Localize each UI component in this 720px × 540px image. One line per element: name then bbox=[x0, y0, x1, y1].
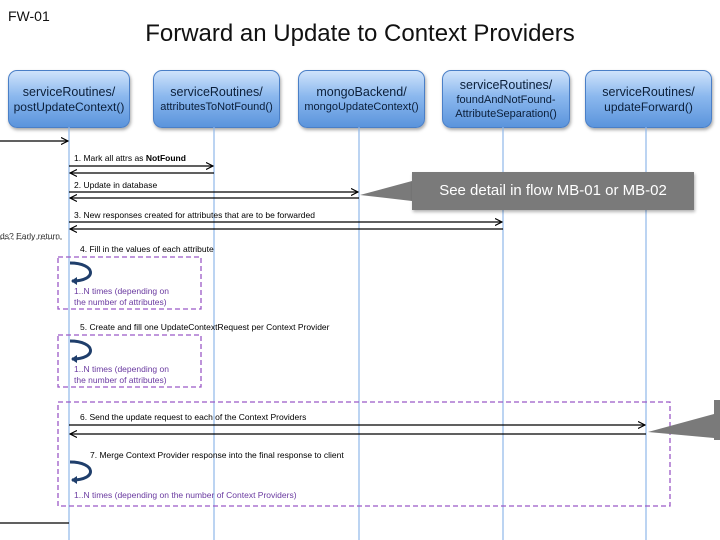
participant-line2: foundAndNotFound- bbox=[456, 93, 556, 106]
loop-2-note: 1..N times (depending on the number of a… bbox=[74, 364, 169, 386]
participant-line1: serviceRoutines/ bbox=[170, 84, 263, 99]
diagram-title: Forward an Update to Context Providers bbox=[145, 20, 575, 47]
participant-update-forward: serviceRoutines/ updateForward() bbox=[585, 70, 712, 128]
participant-found-and-not-found: serviceRoutines/ foundAndNotFound- Attri… bbox=[442, 70, 570, 128]
participant-line2: postUpdateContext() bbox=[13, 99, 125, 114]
right-callout-pointer bbox=[648, 414, 714, 438]
message-5-label: 5. Create and fill one UpdateContextRequ… bbox=[80, 322, 330, 332]
loop-3-note: 1..N times (depending on the number of C… bbox=[74, 490, 297, 500]
early-return-label: ds? Early return bbox=[0, 231, 60, 241]
message-6-label: 6. Send the update request to each of th… bbox=[80, 412, 307, 422]
self-call-arrow-7 bbox=[69, 460, 92, 484]
loop-2-line2: the number of attributes) bbox=[74, 375, 167, 385]
participant-line2: attributesToNotFound() bbox=[160, 100, 273, 113]
right-callout-box bbox=[714, 400, 720, 440]
self-call-arrow-5 bbox=[69, 339, 92, 363]
self-call-arrow-4 bbox=[69, 261, 92, 285]
message-1-bold: NotFound bbox=[145, 153, 186, 163]
participant-line1: serviceRoutines/ bbox=[602, 84, 695, 99]
loop-1-note: 1..N times (depending on the number of a… bbox=[74, 286, 169, 308]
message-1-label: 1. Mark all attrs as NotFound bbox=[74, 153, 186, 163]
message-2-label: 2. Update in database bbox=[74, 180, 158, 190]
loop-frame-3 bbox=[57, 401, 671, 507]
loop-1-line2: the number of attributes) bbox=[74, 297, 167, 307]
participant-line2: mongoUpdateContext() bbox=[304, 100, 419, 113]
loop-2-line1: 1..N times (depending on bbox=[74, 364, 169, 374]
participant-attributes-to-not-found: serviceRoutines/ attributesToNotFound() bbox=[153, 70, 280, 128]
participant-line1: serviceRoutines/ bbox=[22, 84, 116, 99]
loop-frame-1 bbox=[57, 256, 202, 310]
participant-line2: updateForward() bbox=[604, 99, 693, 114]
message-7-label: 7. Merge Context Provider response into … bbox=[90, 450, 344, 460]
message-1-text: 1. Mark all attrs as bbox=[74, 153, 146, 163]
participant-line3: AttributeSeparation() bbox=[455, 107, 557, 120]
detail-callout: See detail in flow MB-01 or MB-02 bbox=[412, 172, 694, 210]
message-4-label: 4. Fill in the values of each attribute bbox=[80, 244, 214, 254]
flow-id: FW-01 bbox=[8, 8, 50, 24]
participant-line1: serviceRoutines/ bbox=[459, 77, 553, 92]
loop-1-line1: 1..N times (depending on bbox=[74, 286, 169, 296]
loop-frame-2 bbox=[57, 334, 202, 388]
participant-line1: mongoBackend/ bbox=[316, 84, 407, 99]
participant-mongo-update-context: mongoBackend/ mongoUpdateContext() bbox=[298, 70, 425, 128]
callout-pointer bbox=[360, 181, 412, 201]
message-3-label: 3. New responses created for attributes … bbox=[74, 210, 315, 220]
participant-post-update-context: serviceRoutines/ postUpdateContext() bbox=[8, 70, 130, 128]
